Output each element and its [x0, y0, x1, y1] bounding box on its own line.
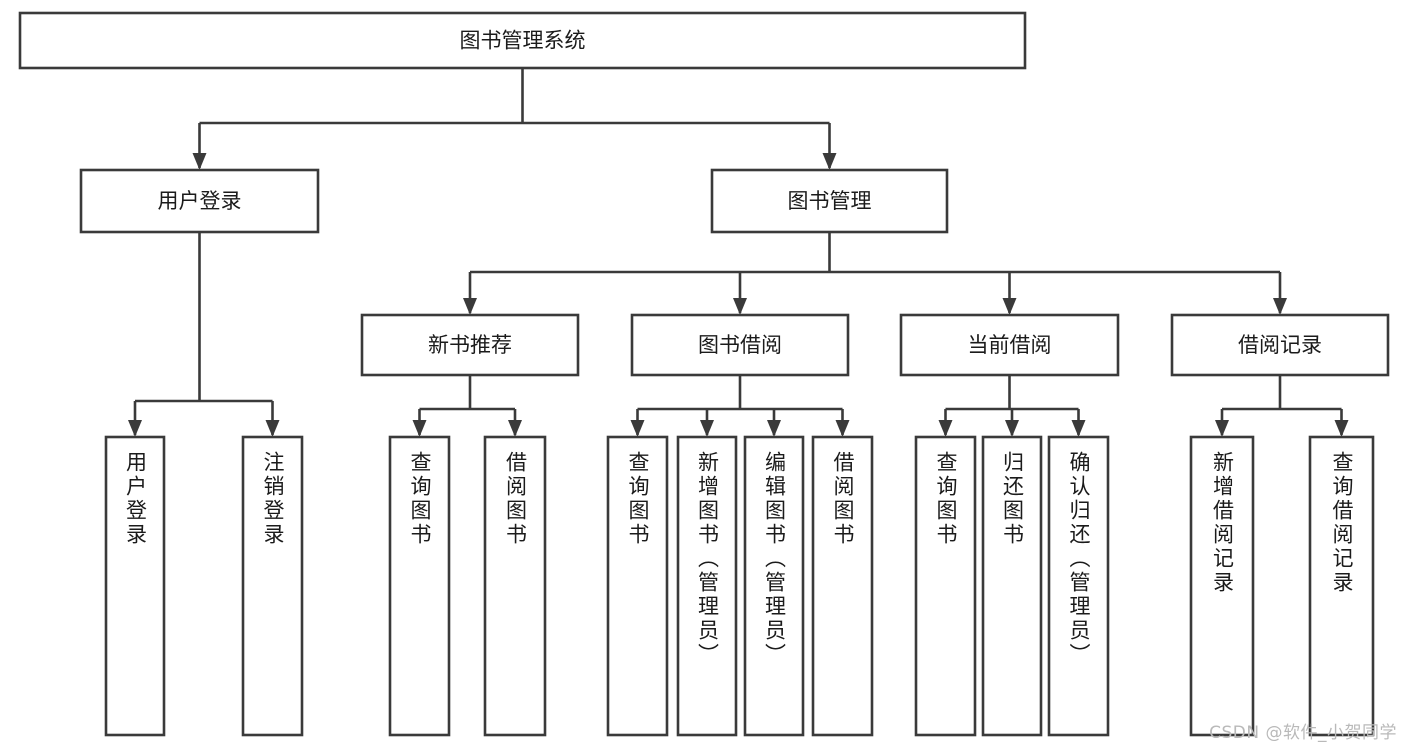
node-level2-label-3: 借阅记录: [1238, 333, 1322, 357]
arrow-icon-1: [1005, 420, 1019, 437]
node-level1-label-1: 图书管理: [788, 189, 872, 213]
node-root-label: 图书管理系统: [460, 29, 586, 53]
node-level2-2[interactable]: [899, 313, 1120, 377]
node-leaf-7[interactable]: [811, 435, 874, 737]
node-level2-label-0: 新书推荐: [428, 333, 512, 357]
node-box-layer: [18, 11, 1390, 737]
node-level1-label-0: 用户登录: [158, 189, 242, 213]
arrow-icon-1: [733, 298, 747, 315]
arrow-icon-1: [700, 420, 714, 437]
node-leaf-10[interactable]: [1047, 435, 1110, 737]
arrow-icon-3: [835, 420, 850, 437]
node-leaf-6[interactable]: [743, 435, 805, 737]
arrow-icon-1: [265, 420, 280, 437]
arrow-icon-0: [630, 420, 645, 437]
node-leaf-1[interactable]: [241, 435, 304, 737]
node-leaf-9[interactable]: [981, 435, 1043, 737]
node-leaf-4[interactable]: [606, 435, 669, 737]
arrow-icon-2: [1071, 420, 1086, 437]
arrow-icon-0: [938, 420, 953, 437]
node-leaf-0[interactable]: [104, 435, 166, 737]
node-level2-label-1: 图书借阅: [698, 333, 782, 357]
node-level2-1[interactable]: [630, 313, 850, 377]
node-root[interactable]: [18, 11, 1027, 70]
arrow-icon-1: [822, 153, 837, 170]
node-leaf-12[interactable]: [1308, 435, 1375, 737]
arrow-icon-2: [1002, 298, 1017, 315]
arrow-icon-0: [412, 420, 427, 437]
arrow-icon-3: [1273, 298, 1287, 315]
arrow-icon-0: [128, 420, 142, 437]
node-level2-3[interactable]: [1170, 313, 1390, 377]
node-level1-1[interactable]: [710, 168, 949, 234]
connector-layer: [128, 68, 1349, 437]
node-level1-0[interactable]: [79, 168, 320, 234]
node-leaf-11[interactable]: [1189, 435, 1255, 737]
arrow-icon-0: [192, 153, 207, 170]
node-leaf-3[interactable]: [483, 435, 547, 737]
arrow-icon-1: [508, 420, 522, 437]
node-leaf-8[interactable]: [914, 435, 977, 737]
arrow-icon-0: [463, 298, 477, 315]
node-leaf-5[interactable]: [676, 435, 738, 737]
arrow-icon-2: [767, 420, 781, 437]
arrow-icon-1: [1334, 420, 1349, 437]
arrow-icon-0: [1215, 420, 1229, 437]
watermark-text: CSDN @软件_小贺同学: [1209, 723, 1397, 743]
node-level2-0[interactable]: [360, 313, 580, 377]
node-level2-label-2: 当前借阅: [968, 333, 1052, 357]
node-leaf-2[interactable]: [388, 435, 451, 737]
